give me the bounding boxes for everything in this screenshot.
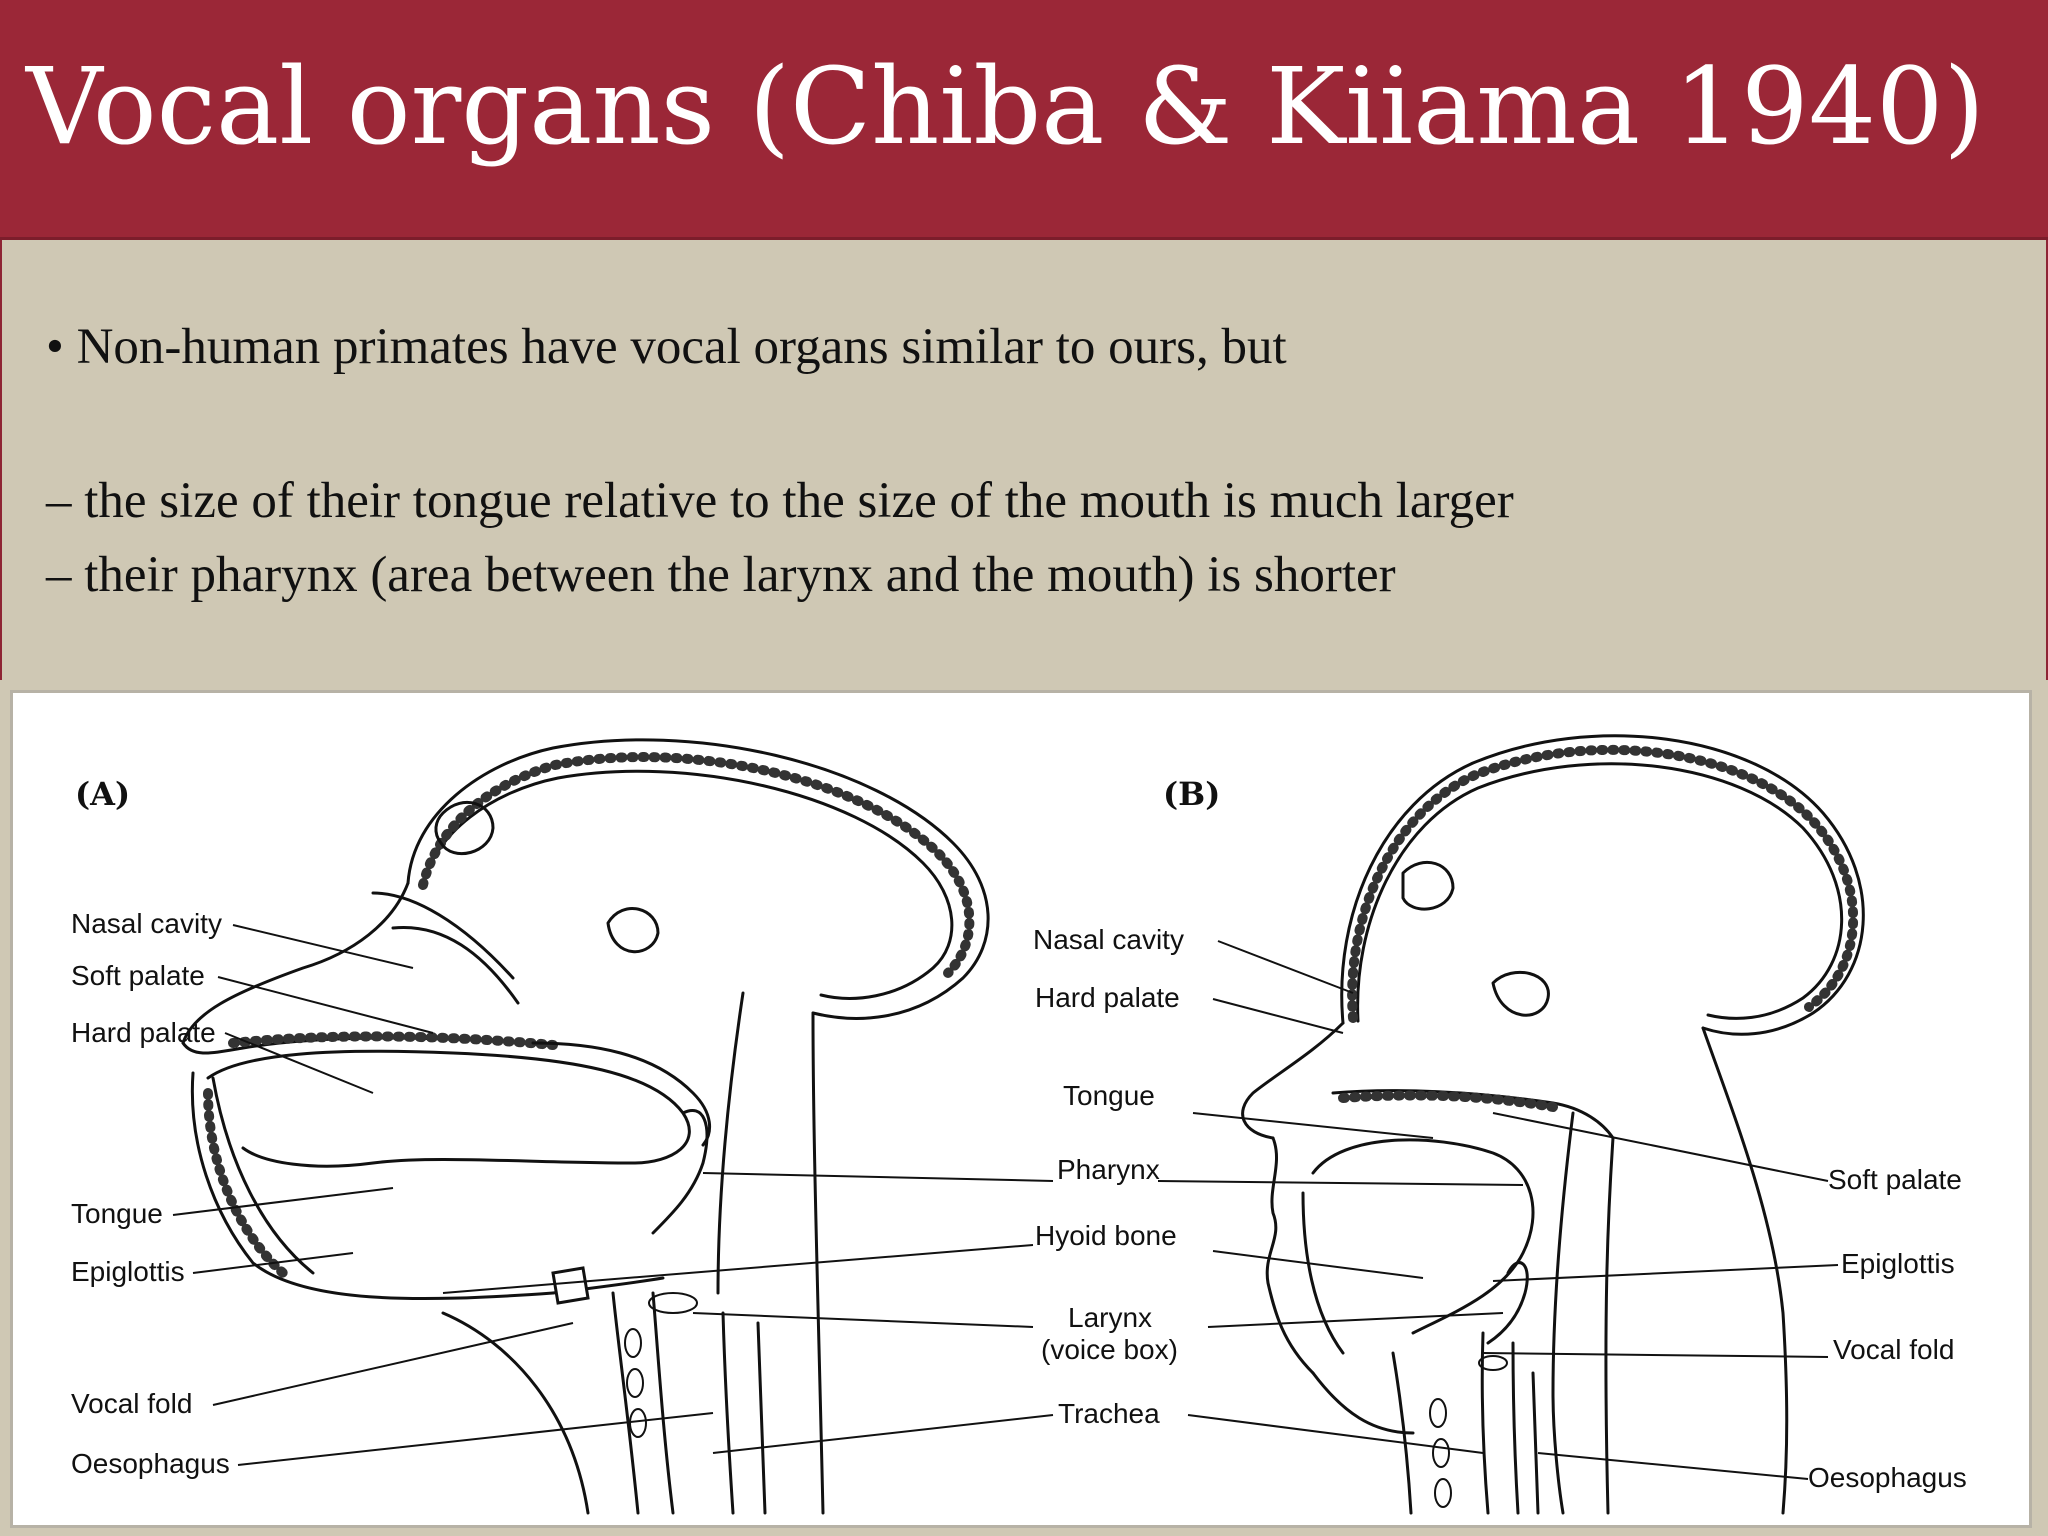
label-center-voice-box: (voice box) [1041,1334,1178,1365]
label-center-tongue: Tongue [1063,1080,1155,1111]
label-b-epiglottis: Epiglottis [1841,1248,1955,1279]
label-center-pharynx: Pharynx [1057,1154,1160,1185]
sub-point-tongue: – the size of their tongue relative to t… [46,473,1514,529]
label-b-soft-palate: Soft palate [1828,1164,1962,1195]
text-panel: • Non-human primates have vocal organs s… [0,240,2048,680]
oesophagus-b [1531,1371,1540,1515]
label-a-nasal-cavity: Nasal cavity [71,908,222,939]
skull-outline-a [406,738,990,1020]
label-center-larynx: Larynx [1068,1302,1152,1333]
label-b-oesophagus: Oesophagus [1808,1462,1967,1493]
sub-point-pharynx: – their pharynx (area between the larynx… [46,547,1396,603]
epiglottis-a [651,1109,709,1235]
label-b-vocal-fold: Vocal fold [1833,1334,1954,1365]
skull-inner-a [421,769,954,1000]
panel-a-drawing [181,738,990,1515]
trachea-b [1480,1331,1490,1515]
leader-lines [172,924,1839,1480]
slide-title: Vocal organs (Chiba & Kiiama 1940) [26,45,1985,168]
neck-back-b [1701,1026,1789,1515]
sinus-b [1401,860,1455,911]
title-bar: Vocal organs (Chiba & Kiiama 1940) [0,0,2048,240]
epiglottis-b [1486,1261,1529,1345]
nasal-turbinates-a [371,891,515,980]
label-center-hard-palate: Hard palate [1035,982,1180,1013]
soft-palate-line-a [531,1041,712,1147]
lower-jaw-a [190,1071,555,1301]
vocal-tract-diagram: (A) (B) Nasal cavity Soft palate Hard pa… [71,734,1967,1515]
oesophagus-a [721,1311,735,1515]
label-center-trachea: Trachea [1058,1398,1160,1429]
hyoid-a [551,1266,590,1305]
panel-b-drawing [1241,734,1865,1515]
neck-back-a [716,991,745,1295]
pharynx-wall-b [1551,1111,1575,1515]
label-a-oesophagus: Oesophagus [71,1448,230,1479]
label-a-hard-palate: Hard palate [71,1017,216,1048]
skull-outline-b [1340,734,1865,1036]
panel-label-b: (B) [1163,775,1220,813]
tongue-a [206,1049,691,1168]
skull-inner-b [1356,762,1844,1023]
panel-label-a: (A) [75,775,130,813]
nose-b [1241,1021,1345,1140]
snout-upper-a [181,881,410,1045]
tongue-b [1311,1138,1535,1335]
anatomy-figure: (A) (B) Nasal cavity Soft palate Hard pa… [10,690,2032,1528]
trachea-a [611,1291,640,1515]
label-center-nasal-cavity: Nasal cavity [1033,924,1184,955]
label-a-tongue: Tongue [71,1198,163,1229]
label-a-soft-palate: Soft palate [71,960,205,991]
label-a-vocal-fold: Vocal fold [71,1388,192,1419]
sinus-a [434,800,495,856]
lips-chin-b [1265,1136,1315,1375]
bullet-point: • Non-human primates have vocal organs s… [46,319,1287,375]
label-center-hyoid-bone: Hyoid bone [1035,1220,1177,1251]
label-a-epiglottis: Epiglottis [71,1256,185,1287]
